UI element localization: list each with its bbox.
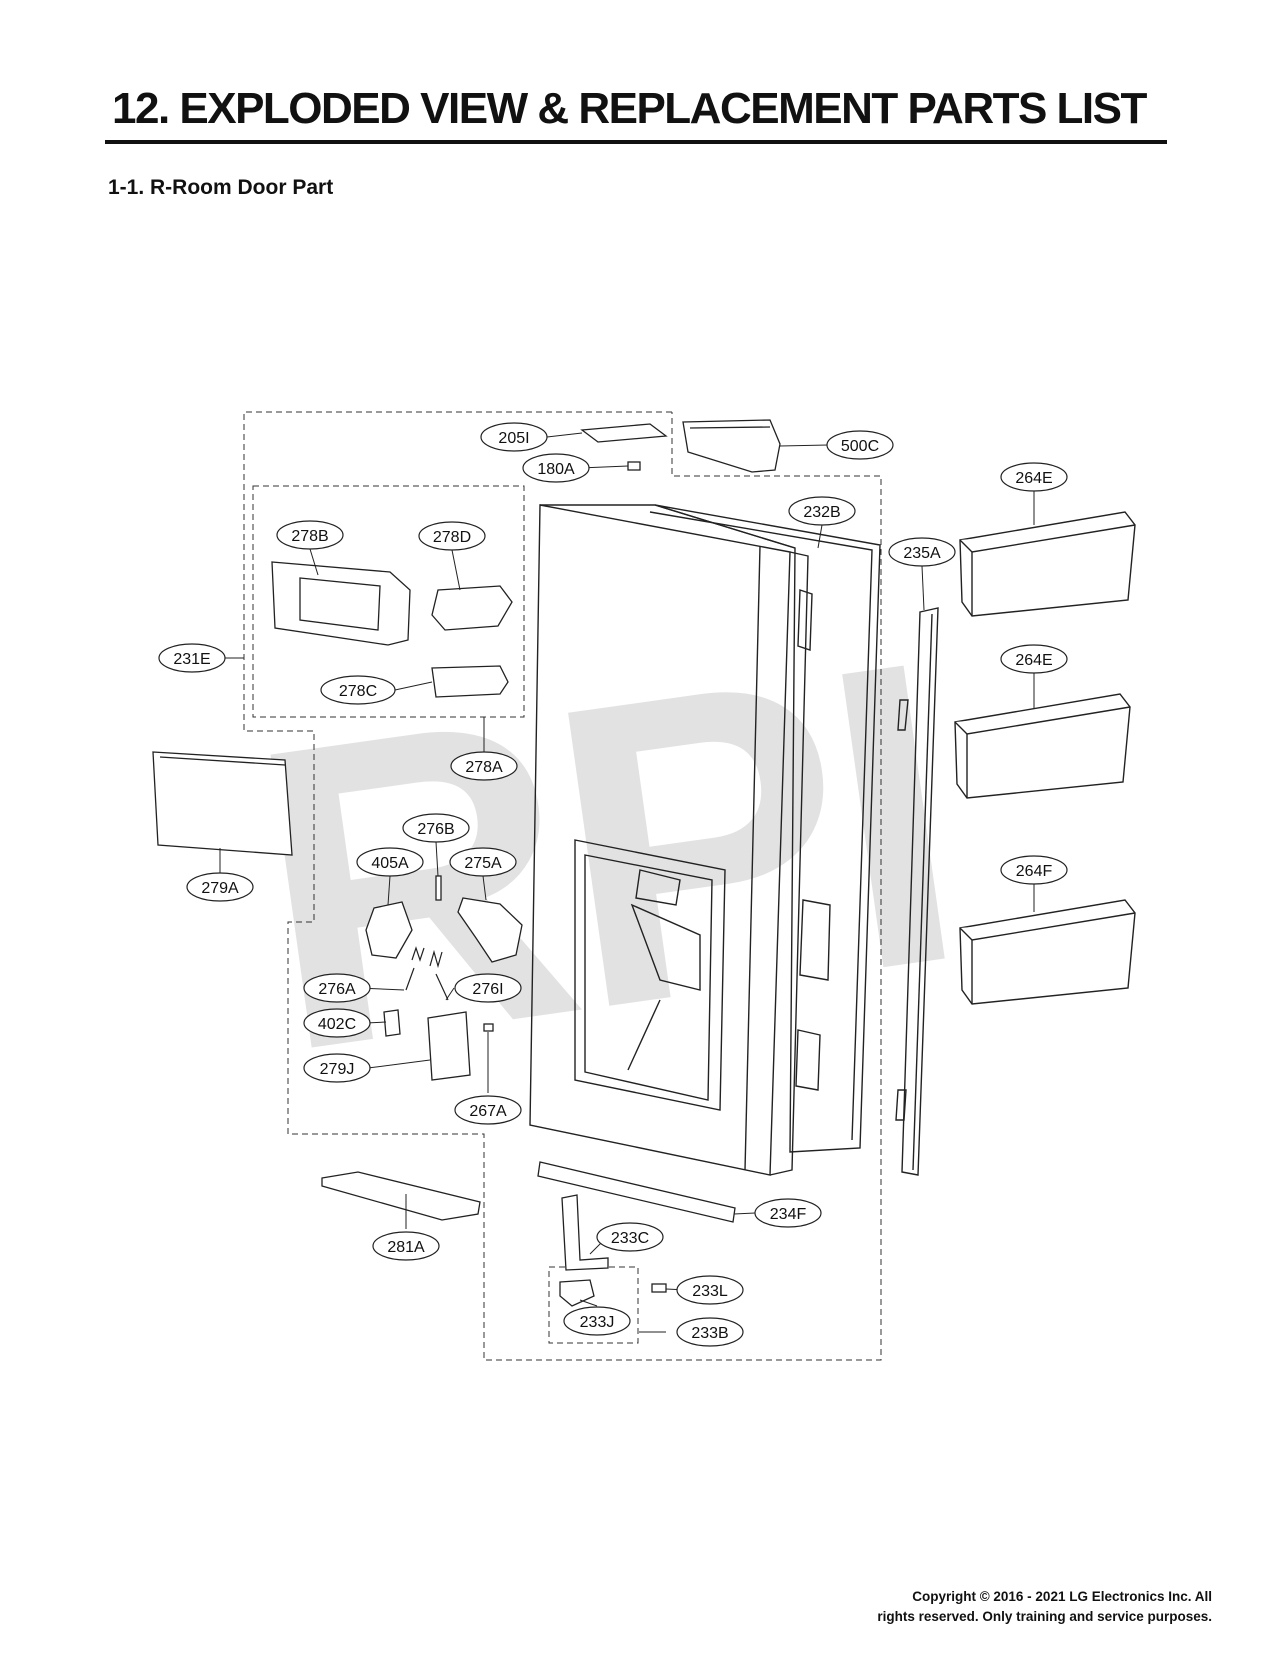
callout-180a: 180A (537, 461, 575, 478)
door-bin-264e-mid (954, 693, 1131, 799)
part-281a-shape (321, 1171, 481, 1221)
callout-405a: 405A (371, 855, 409, 872)
part-275a-shape (457, 897, 523, 963)
part-267a-shape (483, 1023, 494, 1032)
outline-278a (252, 485, 525, 718)
outline-231e (243, 411, 882, 1361)
callout-233b: 233B (691, 1325, 728, 1342)
section-title: 1-1. R-Room Door Part (108, 176, 334, 199)
callout-ovals (158, 422, 1068, 1347)
dispenser-opening (574, 839, 726, 1111)
callout-205i: 205I (498, 430, 529, 447)
callout-278d: 278D (433, 529, 471, 546)
callout-278c: 278C (339, 683, 377, 700)
callout-233c: 233C (611, 1230, 649, 1247)
part-205i-shape (580, 423, 668, 443)
callout-275a: 275A (464, 855, 502, 872)
door-bin-264f (959, 899, 1136, 1005)
callout-279j: 279J (320, 1061, 355, 1078)
spring-parts (405, 946, 449, 1001)
part-234f-shape (537, 1161, 736, 1223)
callout-281a: 281A (387, 1239, 425, 1256)
callout-276b: 276B (417, 821, 454, 838)
part-276b-shape (435, 875, 442, 901)
part-279a-shape (152, 751, 293, 856)
callout-276a: 276A (318, 981, 356, 998)
part-402c-shape (383, 1009, 401, 1037)
page-title: 12. EXPLODED VIEW & REPLACEMENT PARTS LI… (112, 84, 1147, 133)
title-rule (105, 140, 1167, 144)
callout-264e-top: 264E (1015, 470, 1052, 487)
door-bins (954, 511, 1136, 1005)
callout-labels: 205I 180A 500C 264E 232B 278B 278D 235A … (173, 430, 1052, 1342)
door-assembly (529, 504, 881, 1176)
part-233c-shape (561, 1194, 609, 1271)
leader-lines (219, 432, 1035, 1333)
door-strip (895, 607, 939, 1176)
callout-232b: 232B (803, 504, 840, 521)
part-278c-shape (431, 665, 509, 698)
door-bin-264e-top (959, 511, 1136, 617)
callout-233l: 233L (692, 1283, 728, 1300)
part-180a-shape (627, 461, 641, 471)
copyright-notice: Copyright © 2016 - 2021 LG Electronics I… (877, 1587, 1212, 1627)
top-cap-parts (580, 419, 781, 473)
callout-278b: 278B (291, 528, 328, 545)
part-233l-shape (651, 1283, 667, 1293)
callout-233j: 233J (580, 1314, 615, 1331)
callout-267a: 267A (469, 1103, 507, 1120)
dispenser-parts (152, 561, 736, 1307)
callout-231e: 231E (173, 651, 210, 668)
part-279j-shape (427, 1011, 471, 1081)
part-500c-shape (682, 419, 781, 473)
copyright-line-2: rights reserved. Only training and servi… (877, 1609, 1212, 1624)
callout-264f: 264F (1016, 863, 1053, 880)
callout-276i: 276I (472, 981, 503, 998)
callout-500c: 500C (841, 438, 879, 455)
callout-279a: 279A (201, 880, 239, 897)
callout-234f: 234F (770, 1206, 807, 1223)
part-233j-shape (559, 1279, 595, 1307)
copyright-line-1: Copyright © 2016 - 2021 LG Electronics I… (912, 1589, 1212, 1604)
part-405a-shape (365, 901, 413, 959)
callout-264e-mid: 264E (1015, 652, 1052, 669)
callout-278a: 278A (465, 759, 503, 776)
callout-402c: 402C (318, 1016, 356, 1033)
callout-235a: 235A (903, 545, 941, 562)
part-278d-shape (431, 585, 513, 631)
watermark-text: RPI (229, 572, 976, 1143)
